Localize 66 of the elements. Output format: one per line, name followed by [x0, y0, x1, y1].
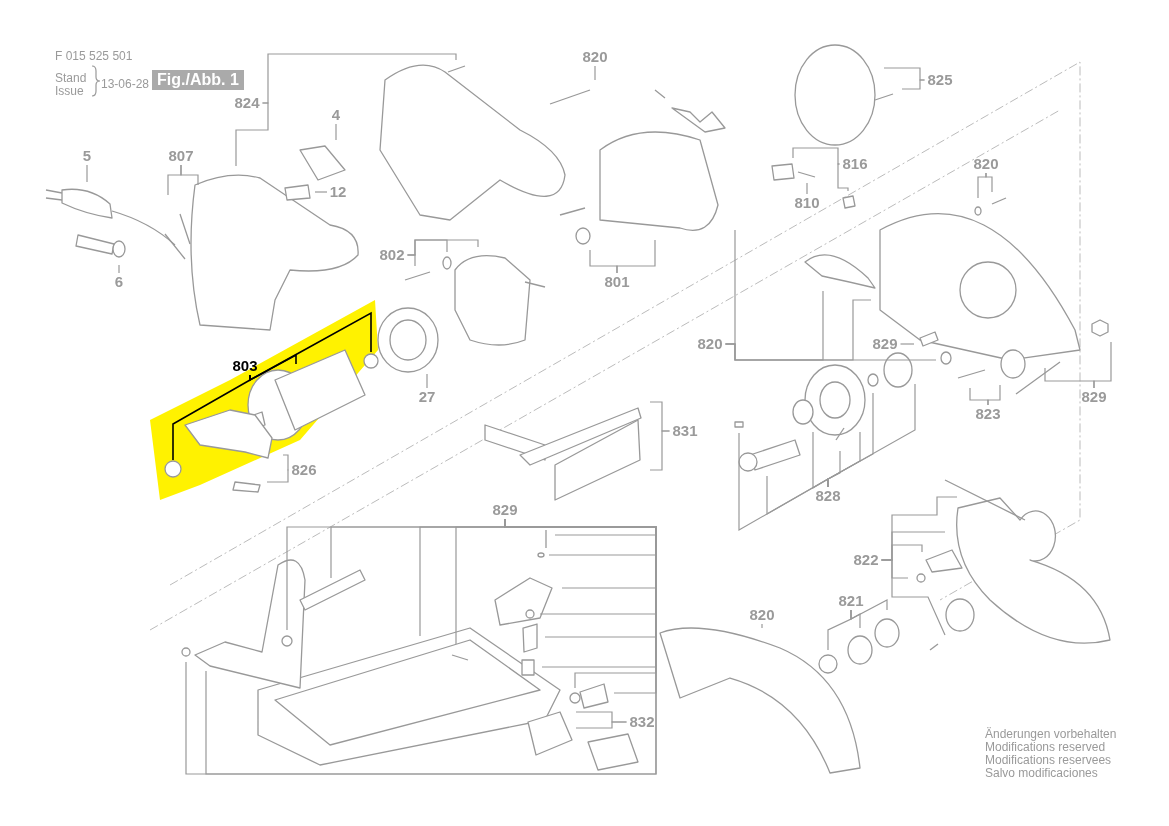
- callout-number: 828: [812, 487, 844, 505]
- callout-number: 832: [626, 713, 658, 731]
- callout-number: 820: [970, 155, 1002, 173]
- leader-line: [899, 343, 915, 345]
- document-number: F 015 525 501: [55, 50, 133, 63]
- status-label: Stand: [55, 72, 87, 85]
- leader-line: [335, 123, 337, 141]
- callout-number: 803: [229, 357, 261, 375]
- figure-tag: Fig./Abb. 1: [152, 70, 244, 90]
- leader-line: [1044, 367, 1095, 389]
- note-text: Salvo modificaciones: [985, 767, 1098, 780]
- leader-line: [235, 102, 269, 167]
- callout-number: 820: [694, 335, 726, 353]
- leader-line: [594, 65, 596, 81]
- leader-line: [792, 147, 841, 165]
- leader-line: [314, 191, 328, 193]
- leader-line: [985, 172, 993, 193]
- leader-line: [827, 383, 916, 488]
- leader-line: [249, 353, 297, 382]
- callout-number: 6: [112, 273, 126, 291]
- callout-number: 802: [376, 246, 408, 264]
- callout-number: 821: [835, 592, 867, 610]
- leader-line: [812, 431, 829, 490]
- leader-line: [282, 454, 290, 471]
- leader-line: [901, 79, 926, 90]
- note-text: Änderungen vorbehalten: [985, 728, 1117, 741]
- callout-number: 810: [791, 194, 823, 212]
- callout-number: 820: [579, 48, 611, 66]
- leader-line: [172, 374, 251, 461]
- callout-number: 801: [601, 273, 633, 291]
- callout-number: 5: [80, 147, 94, 165]
- leader-line: [118, 264, 120, 274]
- note-text: Modifications reserved: [985, 741, 1106, 754]
- leader-line: [180, 164, 199, 186]
- leader-line: [987, 384, 1001, 406]
- callout-number: 823: [972, 405, 1004, 423]
- leader-line: [724, 343, 937, 361]
- leader-line: [426, 373, 428, 389]
- callout-number: 826: [288, 461, 320, 479]
- callout-number: 829: [869, 335, 901, 353]
- callout-number: 816: [839, 155, 871, 173]
- callout-number: 12: [327, 183, 349, 201]
- leader-line: [761, 623, 763, 629]
- leader-line: [575, 721, 628, 729]
- callout-number: 807: [165, 147, 197, 165]
- date-label: 13-06-28: [101, 78, 150, 91]
- callout-number: 822: [850, 551, 882, 569]
- leader-line: [266, 469, 290, 483]
- leader-line: [86, 164, 88, 183]
- callout-number: 829: [489, 501, 521, 519]
- callout-number: 4: [329, 106, 343, 124]
- leader-line: [850, 599, 888, 620]
- leader-line: [880, 559, 946, 636]
- callout-number: 820: [746, 606, 778, 624]
- leader-line: [837, 163, 849, 192]
- callout-number: 27: [416, 388, 438, 406]
- callout-number: 824: [231, 94, 263, 112]
- leader-line: [806, 182, 808, 195]
- leader-line: [616, 239, 656, 274]
- callout-number: 825: [924, 71, 956, 89]
- callout-number: 829: [1078, 388, 1110, 406]
- note-text: Modifications reservees: [985, 754, 1112, 767]
- leader-line: [406, 239, 479, 256]
- leader-line: [649, 430, 671, 471]
- callout-number: 831: [669, 422, 701, 440]
- status-label: Issue: [55, 85, 84, 98]
